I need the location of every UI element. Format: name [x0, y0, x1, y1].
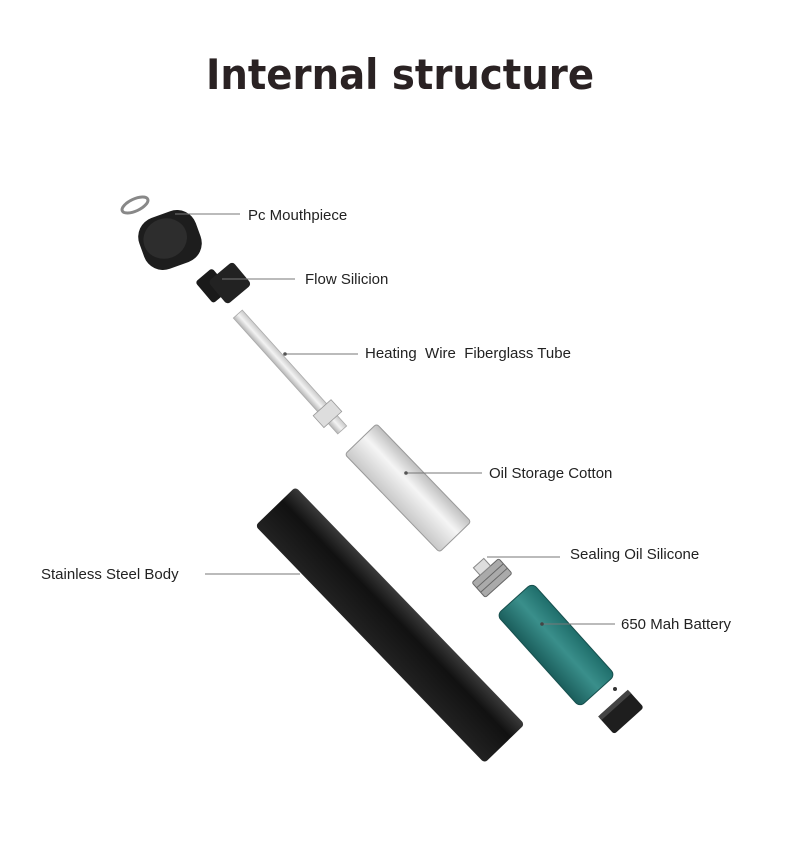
label-stainless-steel-body: Stainless Steel Body	[41, 566, 179, 583]
oil-storage-cotton	[345, 424, 471, 552]
label-sealing-oil-silicone: Sealing Oil Silicone	[570, 546, 699, 563]
mouthpiece-ring	[120, 195, 150, 215]
flow-silicion	[196, 262, 251, 304]
pc-mouthpiece	[138, 210, 202, 270]
battery	[498, 584, 614, 706]
sealing-oil-silicone	[472, 557, 512, 598]
label-battery: 650 Mah Battery	[621, 616, 732, 633]
stainless-steel-body	[256, 488, 524, 762]
label-pc-mouthpiece: Pc Mouthpiece	[248, 207, 347, 224]
label-flow-silicion: Flow Silicion	[305, 271, 388, 288]
label-oil-storage-cotton: Oil Storage Cotton	[489, 465, 612, 482]
heating-wire-fiberglass-tube	[232, 309, 348, 435]
page-title: Internal structure	[205, 50, 595, 99]
bottom-cap	[598, 689, 643, 734]
label-fiberglass-tube: Heating Wire Fiberglass Tube	[365, 345, 571, 362]
